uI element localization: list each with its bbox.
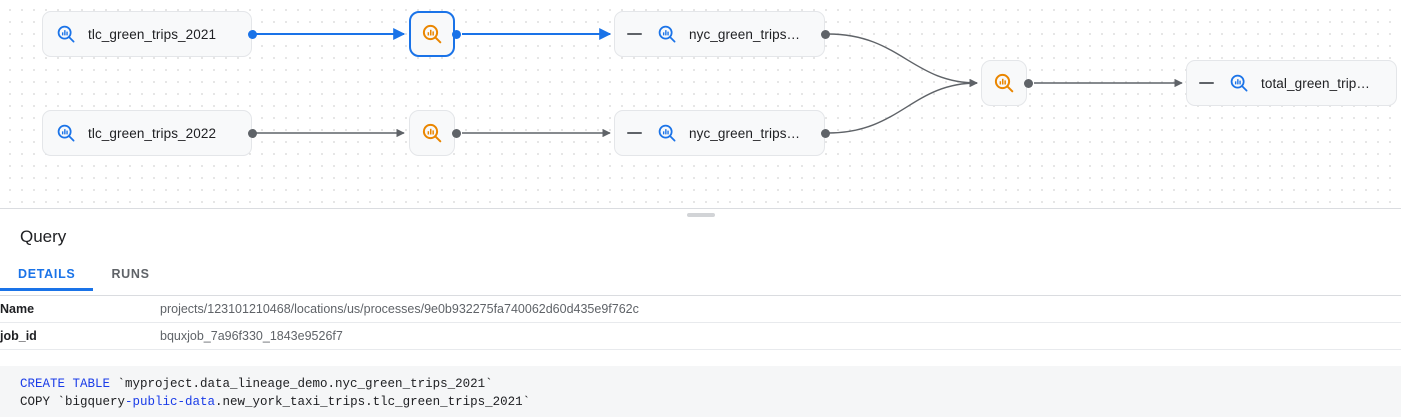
graph-node-process-3[interactable]: [981, 60, 1033, 106]
node-output-port[interactable]: [1024, 79, 1033, 88]
details-table: Name projects/123101210468/locations/us/…: [0, 296, 1401, 350]
graph-node-label: total_green_trip…: [1261, 75, 1371, 91]
graph-node-tlc-green-trips-2021[interactable]: tlc_green_trips_2021: [42, 11, 257, 57]
table-search-icon: [658, 124, 676, 142]
tab-runs[interactable]: RUNS: [111, 267, 150, 281]
sql-keyword-create-table: CREATE TABLE: [20, 377, 111, 391]
details-panel: Query DETAILS RUNS Name projects/1231012…: [0, 209, 1401, 417]
table-row: job_id bquxjob_7a96f330_1843e9526f7: [0, 322, 1401, 350]
process-search-icon: [422, 123, 442, 143]
node-output-port[interactable]: [248, 129, 257, 138]
detail-value-job-id: bquxjob_7a96f330_1843e9526f7: [160, 322, 1401, 350]
detail-value-name: projects/123101210468/locations/us/proce…: [160, 296, 1401, 323]
table-search-icon: [1230, 74, 1248, 92]
collapse-node-button[interactable]: [627, 33, 642, 35]
graph-node-label: nyc_green_trips…: [689, 26, 801, 42]
graph-node-process-2[interactable]: [409, 110, 461, 156]
graph-node-nyc-green-trips-1[interactable]: nyc_green_trips…: [614, 11, 830, 57]
graph-node-label: tlc_green_trips_2021: [88, 26, 217, 42]
node-output-port[interactable]: [248, 30, 257, 39]
graph-node-label: tlc_green_trips_2022: [88, 125, 217, 141]
graph-node-label: nyc_green_trips…: [689, 125, 801, 141]
node-output-port[interactable]: [452, 30, 461, 39]
detail-key-name: Name: [0, 296, 160, 323]
sql-line2-pre: COPY `bigquery: [20, 395, 126, 409]
edge-nyc2-to-process3: [827, 78, 978, 134]
node-output-port[interactable]: [821, 129, 830, 138]
collapse-node-button[interactable]: [627, 132, 642, 134]
panel-resize-handle[interactable]: [686, 213, 715, 217]
table-search-icon: [57, 124, 75, 142]
graph-node-total-green-trips[interactable]: total_green_trip…: [1186, 60, 1397, 106]
table-row: Name projects/123101210468/locations/us/…: [0, 296, 1401, 323]
table-search-icon: [658, 25, 676, 43]
detail-key-job-id: job_id: [0, 322, 160, 350]
lineage-graph-canvas[interactable]: tlc_green_trips_2021 tlc_green_trips_202…: [0, 0, 1401, 209]
graph-node-tlc-green-trips-2022[interactable]: tlc_green_trips_2022: [42, 110, 257, 156]
panel-title: Query: [20, 227, 67, 246]
tab-strip: DETAILS RUNS: [0, 261, 1401, 296]
table-search-icon: [57, 25, 75, 43]
sql-line2-rest: .new_york_taxi_trips.tlc_green_trips_202…: [215, 395, 531, 409]
sql-keyword-public-data: -public-data: [125, 395, 216, 409]
node-output-port[interactable]: [821, 30, 830, 39]
graph-node-process-1-selected[interactable]: [409, 11, 461, 57]
tab-details[interactable]: DETAILS: [0, 261, 94, 291]
process-search-icon: [422, 24, 442, 44]
collapse-node-button[interactable]: [1199, 82, 1214, 84]
graph-node-nyc-green-trips-2[interactable]: nyc_green_trips…: [614, 110, 830, 156]
node-output-port[interactable]: [452, 129, 461, 138]
edge-nyc1-to-process3: [827, 33, 978, 88]
sql-code-block[interactable]: CREATE TABLE `myproject.data_lineage_dem…: [0, 366, 1401, 417]
sql-line1-rest: `myproject.data_lineage_demo.nyc_green_t…: [110, 377, 493, 391]
process-search-icon: [994, 73, 1014, 93]
